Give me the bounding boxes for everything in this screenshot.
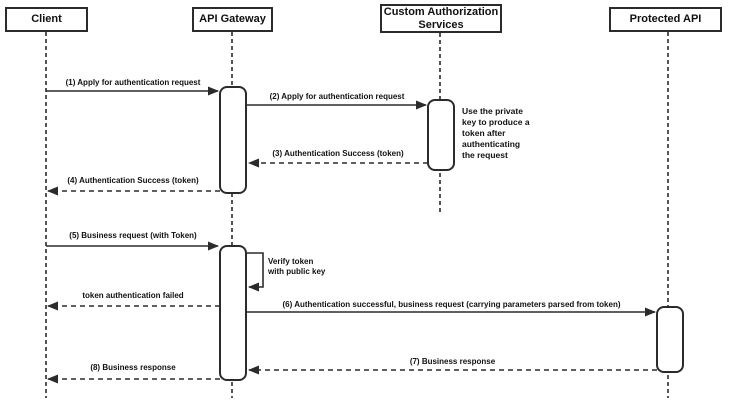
message-label-2: (2) Apply for authentication request xyxy=(269,92,405,101)
activation-api-gateway-business xyxy=(219,245,247,381)
message-label-6: (6) Authentication successful, business … xyxy=(282,300,621,309)
actor-client: Client xyxy=(5,7,88,32)
message-label-verify-token: Verify token with public key xyxy=(268,257,326,276)
message-label-5: (5) Business request (with Token) xyxy=(69,231,197,240)
actor-protected-api: Protected API xyxy=(609,7,722,32)
message-label-token-auth-failed: token authentication failed xyxy=(82,291,184,300)
actor-custom-authorization-services: Custom Authorization Services xyxy=(380,4,502,33)
activation-protected-api xyxy=(656,306,684,373)
activation-api-gateway-auth xyxy=(219,86,247,194)
message-label-1: (1) Apply for authentication request xyxy=(65,78,201,87)
activation-custom-auth-services xyxy=(427,99,455,171)
message-label-3: (3) Authentication Success (token) xyxy=(272,149,404,158)
message-label-8: (8) Business response xyxy=(90,363,176,372)
actor-api-gateway: API Gateway xyxy=(192,7,273,32)
message-label-7: (7) Business response xyxy=(409,357,496,366)
note-private-key: Use the private key to produce a token a… xyxy=(462,106,530,160)
arrow-self-verify-token xyxy=(246,252,264,292)
message-label-4: (4) Authentication Success (token) xyxy=(67,176,199,185)
